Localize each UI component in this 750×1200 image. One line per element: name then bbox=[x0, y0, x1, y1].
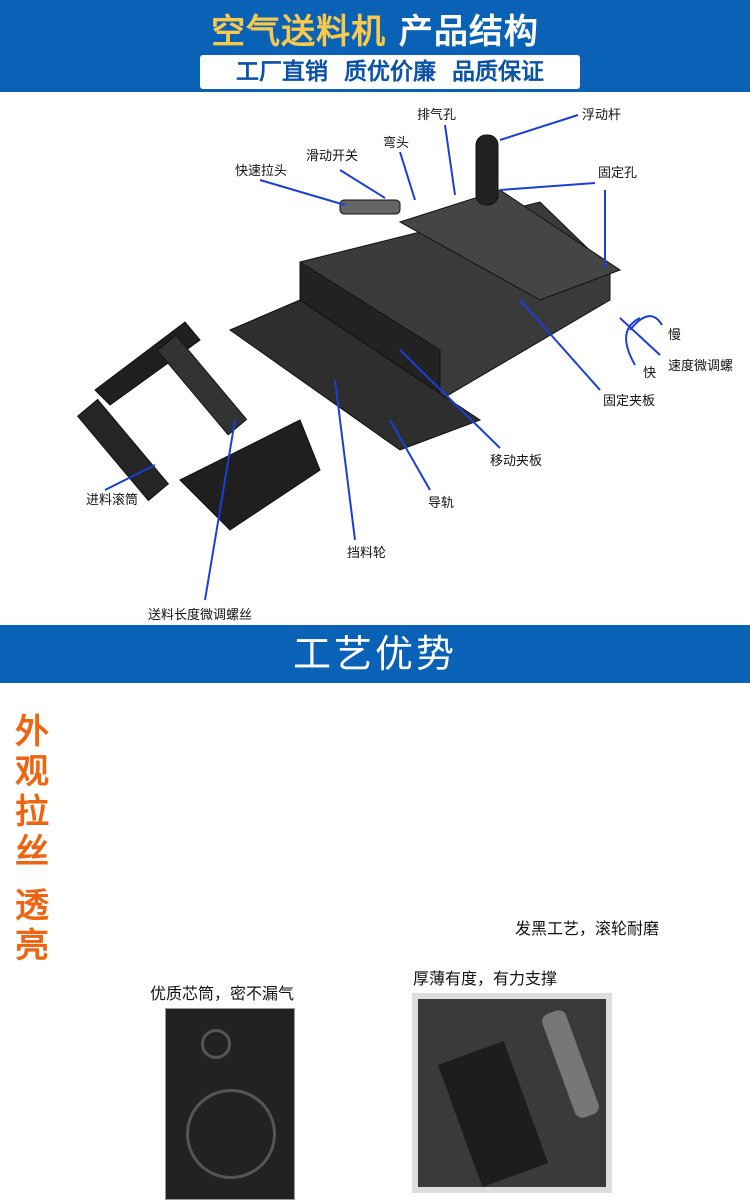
machine-structure-diagram bbox=[76, 114, 663, 601]
side-char: 外 bbox=[15, 712, 49, 752]
label-length-screw: 送料长度微调螺丝 bbox=[148, 608, 253, 623]
side-char: 观 bbox=[15, 752, 49, 792]
side-slogan: 外 观 拉 丝 透 亮 bbox=[12, 712, 52, 966]
section-banner: 工艺优势 bbox=[0, 625, 750, 683]
plate-detail bbox=[437, 1040, 549, 1187]
support-detail-photo bbox=[412, 993, 612, 1193]
label-fast: 快 bbox=[643, 366, 657, 381]
title-rest: 产品结构 bbox=[398, 12, 539, 52]
caption-core: 优质芯筒，密不漏气 bbox=[150, 984, 295, 1003]
side-char: 透 bbox=[15, 886, 49, 926]
label-exhaust-hole: 排气孔 bbox=[417, 108, 457, 123]
section-title: 工艺优势 bbox=[292, 632, 457, 676]
hole-detail bbox=[201, 1029, 231, 1059]
side-char: 丝 bbox=[15, 832, 49, 872]
label-fixing-hole: 固定孔 bbox=[598, 166, 638, 181]
page-title: 空气送料机 产品结构 bbox=[0, 4, 750, 53]
label-guide-rail: 导轨 bbox=[428, 496, 455, 511]
machine-illustration bbox=[76, 134, 622, 531]
label-stop-wheel: 挡料轮 bbox=[347, 546, 387, 561]
roller-detail bbox=[539, 1008, 602, 1120]
label-slide-switch: 滑动开关 bbox=[306, 149, 359, 164]
callout-arrows bbox=[104, 114, 663, 601]
core-ring-detail bbox=[186, 1089, 276, 1179]
label-fixed-plate: 固定夹板 bbox=[603, 394, 656, 409]
core-detail-photo bbox=[165, 1008, 295, 1200]
caption-thickness: 厚薄有度，有力支撑 bbox=[413, 969, 558, 988]
title-highlight: 空气送料机 bbox=[211, 12, 387, 52]
caption-blackening: 发黑工艺，滚轮耐磨 bbox=[515, 919, 660, 938]
side-char: 拉 bbox=[15, 792, 49, 832]
label-quick-connector: 快速拉头 bbox=[235, 164, 288, 179]
slogan: 工厂直销 质优价廉 品质保证 bbox=[200, 55, 580, 89]
label-moving-plate: 移动夹板 bbox=[490, 454, 543, 469]
label-speed-screw: 速度微调螺 bbox=[668, 359, 734, 374]
label-slow: 慢 bbox=[668, 328, 682, 343]
label-elbow: 弯头 bbox=[383, 136, 410, 151]
header-banner: 空气送料机 产品结构 工厂直销 质优价廉 品质保证 bbox=[0, 0, 750, 92]
label-feed-roller: 进料滚筒 bbox=[86, 493, 139, 508]
label-float-rod: 浮动杆 bbox=[582, 108, 622, 123]
side-char: 亮 bbox=[15, 926, 49, 966]
